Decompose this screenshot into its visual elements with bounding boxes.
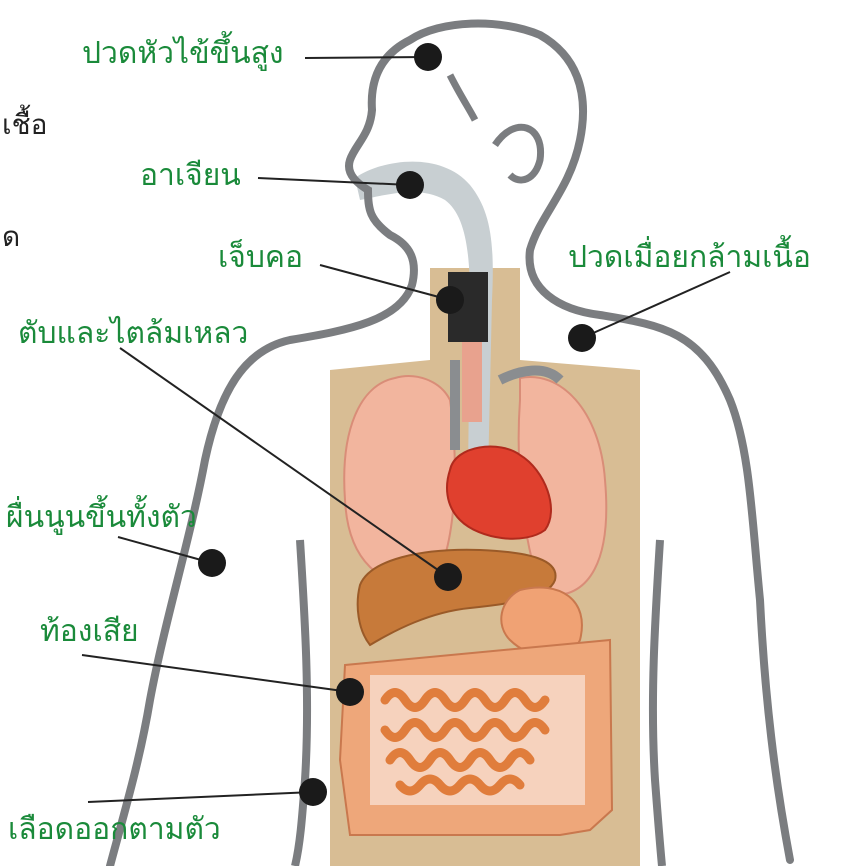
inner-arm-left [295,540,307,866]
cut-text-1: เชื้อ [2,108,47,142]
cut-text-2: ด [2,220,20,254]
label-liver-kidney-failure: ตับและไตล้มเหลว [18,316,248,352]
eye-brow [450,75,475,120]
label-bleeding: เลือดออกตามตัว [8,812,221,848]
label-muscle-pain: ปวดเมื่อยกล้ามเนื้อ [568,240,811,276]
dot-rash [198,549,226,577]
dot-muscle-pain [568,324,596,352]
inner-arm-right [653,540,662,866]
label-headache-fever: ปวดหัวไข้ขึ้นสูง [82,36,284,72]
dot-diarrhea [336,678,364,706]
dot-vomiting [396,171,424,199]
dot-bleeding [299,778,327,806]
dot-liver-kidney-failure [434,563,462,591]
label-vomiting: อาเจียน [140,158,241,194]
ear [495,127,541,180]
label-sore-throat: เจ็บคอ [218,240,303,276]
label-diarrhea: ท้องเสีย [40,614,139,650]
dot-sore-throat [436,286,464,314]
dot-headache-fever [414,43,442,71]
label-rash: ผื่นนูนขึ้นทั้งตัว [6,500,197,536]
leader-headache-fever [305,57,428,58]
leader-rash [118,537,212,563]
leader-bleeding [88,792,313,802]
